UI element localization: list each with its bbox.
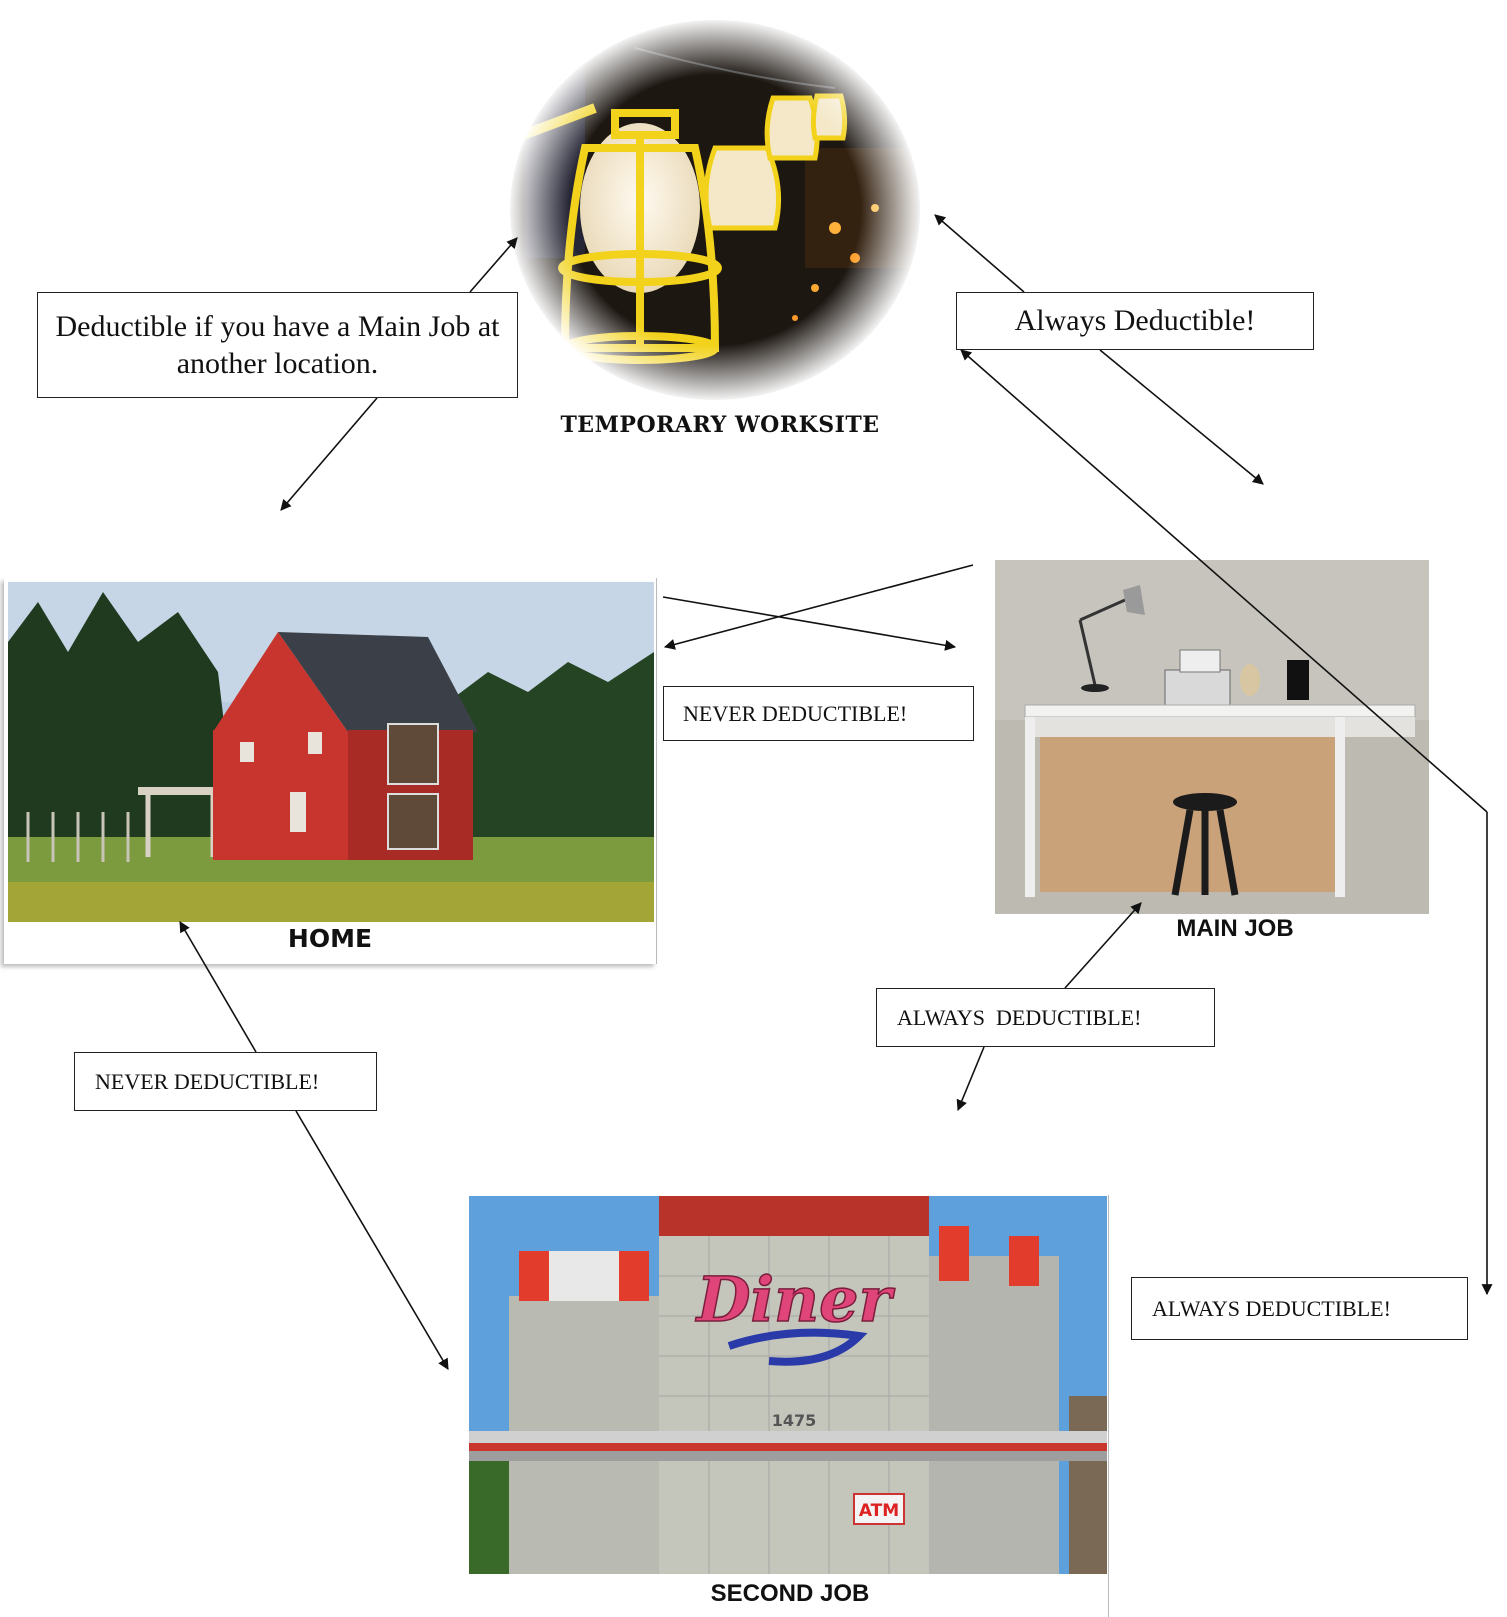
arrow-to-temporary-worksite <box>469 237 518 293</box>
temporary-worksite-photo <box>507 18 923 403</box>
arrow-to-main-job <box>1099 349 1264 485</box>
atm-sign-text: ATM <box>859 1501 899 1521</box>
second-job-photo-frame <box>468 1195 1109 1617</box>
label-second-temporary: ALWAYS DEDUCTIBLE! <box>1131 1277 1468 1340</box>
arrow-to-second-job <box>956 1046 985 1112</box>
label-temporary-main: Always Deductible! <box>956 292 1314 350</box>
second-job-caption: SECOND JOB <box>710 1580 870 1607</box>
second-job-photo: Diner 1475 ATM <box>469 1196 1107 1574</box>
arrow-to-main-job-from-home <box>662 596 957 651</box>
label-temporary-home: Deductible if you have a Main Job at ano… <box>37 292 518 398</box>
arrow-to-home <box>280 397 378 511</box>
label-home-second: NEVER DEDUCTIBLE! <box>74 1052 377 1111</box>
main-job-caption: MAIN JOB <box>1176 915 1294 942</box>
arrow-to-temporary-worksite-from-main <box>934 214 1025 293</box>
diner-sign-text: Diner <box>695 1263 896 1336</box>
address-number-text: 1475 <box>772 1411 817 1430</box>
temporary-worksite-caption: TEMPORARY WORKSITE <box>560 412 880 438</box>
arrow-to-home-from-main <box>663 564 974 650</box>
main-job-photo <box>995 560 1429 914</box>
arrow-to-main-job-from-second <box>1064 902 1142 989</box>
arrow-diagonal-to-temporary-worksite <box>960 349 1488 813</box>
label-main-second: ALWAYS DEDUCTIBLE! <box>876 988 1215 1047</box>
arrow-to-home-from-second <box>179 921 257 1053</box>
home-photo <box>8 582 654 922</box>
home-caption: HOME <box>287 924 373 953</box>
label-home-main: NEVER DEDUCTIBLE! <box>663 686 974 741</box>
arrow-to-second-job-from-home <box>295 1110 449 1370</box>
